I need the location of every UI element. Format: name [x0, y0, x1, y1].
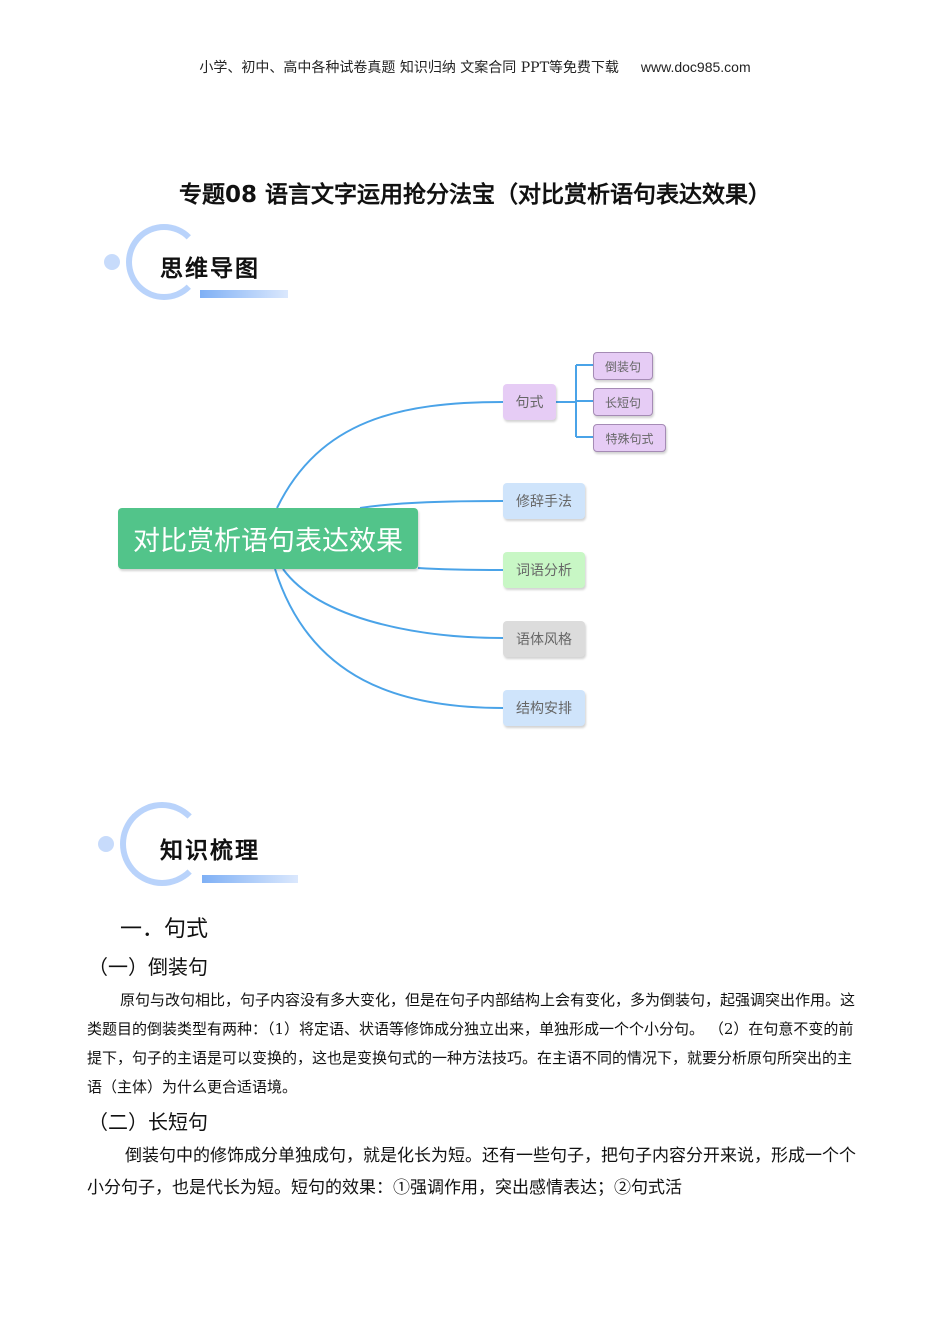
- heading-2: （一）倒装句: [88, 955, 208, 979]
- connector-line: [274, 568, 504, 709]
- section-title: 思维导图: [160, 256, 260, 282]
- branch-rhetoric[interactable]: 修辞手法: [503, 483, 585, 519]
- page-header: 小学、初中、高中各种试卷真题 知识归纳 文案合同 PPT等免费下载 www.doc…: [0, 57, 950, 77]
- connector-line: [282, 568, 504, 639]
- mindmap-root[interactable]: 对比赏析语句表达效果: [118, 508, 418, 569]
- connector-line: [359, 500, 504, 509]
- decor-bar: [202, 875, 298, 883]
- heading-2: （二）长短句: [88, 1110, 208, 1134]
- branch-style[interactable]: 语体风格: [503, 621, 585, 657]
- branch-structure[interactable]: 结构安排: [503, 690, 585, 726]
- document-title: 专题08 语言文字运用抢分法宝（对比赏析语句表达效果）: [178, 182, 771, 208]
- mindmap-connectors: [274, 364, 593, 709]
- section-title: 知识梳理: [160, 838, 260, 864]
- sub-special[interactable]: 特殊句式: [593, 424, 666, 452]
- heading-1: 一．句式: [120, 917, 209, 942]
- sub-long-short[interactable]: 长短句: [593, 388, 653, 416]
- branch-sentence-pattern[interactable]: 句式: [503, 384, 556, 420]
- sub-inverted[interactable]: 倒装句: [593, 352, 653, 380]
- header-text: 小学、初中、高中各种试卷真题 知识归纳 文案合同 PPT等免费下载: [199, 60, 619, 76]
- decor-dot-icon: [104, 254, 120, 270]
- connector-line: [276, 401, 504, 509]
- paragraph: 倒装句中的修饰成分单独成句，就是化长为短。还有一些句子，把句子内容分开来说，形成…: [87, 1146, 856, 1198]
- paragraph: 原句与改句相比，句子内容没有多大变化，但是在句子内部结构上会有变化，多为倒装句，…: [87, 991, 856, 1096]
- decor-bar: [200, 290, 288, 298]
- section-header-mindmap: 思维导图: [100, 222, 300, 302]
- branch-word-analysis[interactable]: 词语分析: [503, 552, 585, 588]
- decor-ring-icon: [120, 802, 204, 886]
- header-url[interactable]: www.doc985.com: [640, 59, 751, 75]
- connector-line: [417, 567, 504, 571]
- section-header-knowledge: 知识梳理: [96, 802, 306, 890]
- decor-dot-icon: [98, 836, 114, 852]
- connector-line: [556, 364, 593, 438]
- decor-ring-icon: [126, 224, 202, 300]
